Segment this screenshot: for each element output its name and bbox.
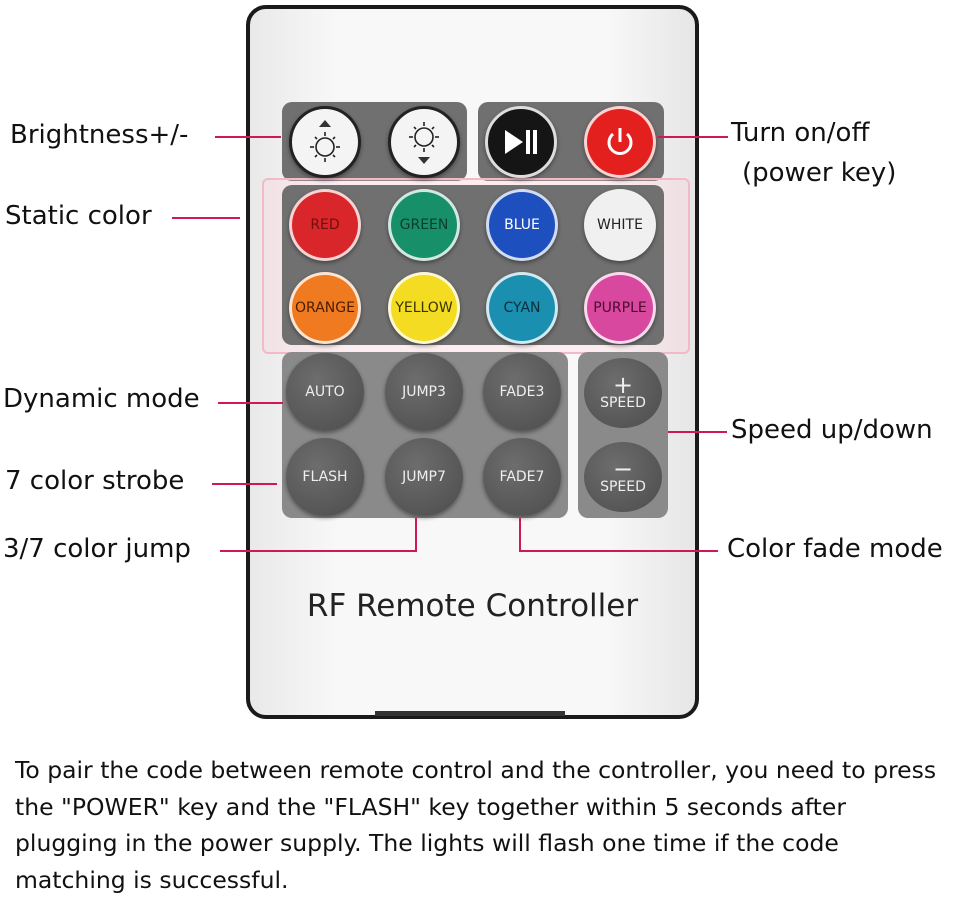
button-label: FADE7 xyxy=(499,469,545,485)
button-label: SPEED xyxy=(600,395,646,411)
leader-line xyxy=(658,136,728,138)
button-label: JUMP7 xyxy=(402,469,446,485)
callout-brightness: Brightness+/- xyxy=(10,120,189,150)
brightness-down-button[interactable] xyxy=(388,106,460,178)
brightness-up-button[interactable] xyxy=(289,106,361,178)
callout-fade: Color fade mode xyxy=(727,534,943,564)
button-label: CYAN xyxy=(503,300,541,316)
yellow-color-button[interactable]: YELLOW xyxy=(388,272,460,344)
white-color-button[interactable]: WHITE xyxy=(584,189,656,261)
pairing-instructions: To pair the code between remote control … xyxy=(15,756,937,894)
purple-color-button[interactable]: PURPLE xyxy=(584,272,656,344)
leader-line xyxy=(215,136,281,138)
plus-icon: + xyxy=(612,371,634,399)
callout-strobe: 7 color strobe xyxy=(5,466,185,496)
button-label: YELLOW xyxy=(395,300,453,316)
fade3-button[interactable]: FADE3 xyxy=(483,353,561,431)
button-label: ORANGE xyxy=(295,300,355,316)
leader-line xyxy=(172,217,240,219)
fade7-button[interactable]: FADE7 xyxy=(483,438,561,516)
button-label: WHITE xyxy=(597,217,643,233)
leader-line xyxy=(220,550,417,552)
button-label: JUMP3 xyxy=(402,384,446,400)
orange-color-button[interactable]: ORANGE xyxy=(289,272,361,344)
callout-jump: 3/7 color jump xyxy=(3,534,191,564)
button-label: PURPLE xyxy=(593,300,647,316)
leader-line xyxy=(519,518,521,552)
cyan-color-button[interactable]: CYAN xyxy=(486,272,558,344)
blue-color-button[interactable]: BLUE xyxy=(486,189,558,261)
power-button[interactable] xyxy=(584,106,656,178)
leader-line xyxy=(218,402,283,404)
jump7-button[interactable]: JUMP7 xyxy=(385,438,463,516)
button-label: RED xyxy=(310,217,340,233)
sun-up-icon xyxy=(310,120,340,162)
flash-button[interactable]: FLASH xyxy=(286,438,364,516)
callout-static-color: Static color xyxy=(5,201,152,231)
remote-title: RF Remote Controller xyxy=(306,588,639,624)
play-pause-icon xyxy=(505,130,537,154)
button-label: BLUE xyxy=(504,217,540,233)
sun-down-icon xyxy=(409,122,439,164)
speed-up-button[interactable]: +SPEED xyxy=(584,358,662,428)
button-label: FADE3 xyxy=(499,384,545,400)
leader-line xyxy=(519,550,718,552)
power-icon xyxy=(607,128,633,155)
jump3-button[interactable]: JUMP3 xyxy=(385,353,463,431)
callout-power-key: (power key) xyxy=(742,158,897,188)
play-pause-button[interactable] xyxy=(485,106,557,178)
callout-speed: Speed up/down xyxy=(731,415,933,445)
remote-bottom-edge xyxy=(375,711,565,716)
button-label: GREEN xyxy=(399,217,449,233)
leader-line xyxy=(212,483,277,485)
minus-icon: − xyxy=(612,455,634,483)
red-color-button[interactable]: RED xyxy=(289,189,361,261)
button-label: FLASH xyxy=(302,469,348,485)
button-label: SPEED xyxy=(600,479,646,495)
leader-line xyxy=(415,518,417,552)
green-color-button[interactable]: GREEN xyxy=(388,189,460,261)
callout-dynamic-mode: Dynamic mode xyxy=(3,384,200,414)
button-label: AUTO xyxy=(305,384,345,400)
leader-line xyxy=(668,431,727,433)
auto-button[interactable]: AUTO xyxy=(286,353,364,431)
speed-down-button[interactable]: −SPEED xyxy=(584,442,662,512)
callout-turn-on-off: Turn on/off xyxy=(731,118,870,148)
